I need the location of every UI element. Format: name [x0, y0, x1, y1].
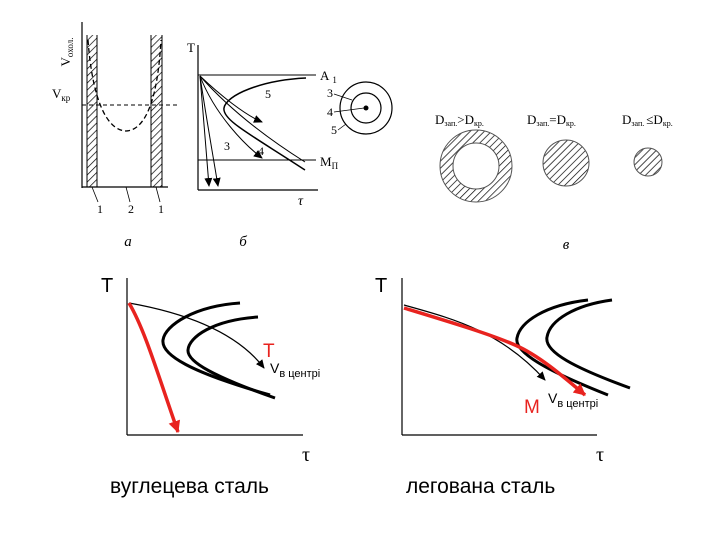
- zone-label-1-right: 1: [158, 202, 164, 216]
- hardened-ring-inner: [452, 142, 500, 190]
- panel-a-label: а: [124, 234, 132, 250]
- carbon-c-curve-end: [186, 315, 276, 400]
- carbon-steel-caption: вуглецева сталь: [110, 475, 269, 498]
- cooling-curve-slow: [199, 75, 306, 163]
- svg-text:Vохол.: Vохол.: [58, 38, 75, 67]
- case-label-greater: Dзап.>Dкр.: [435, 112, 484, 128]
- mn-label: MП: [320, 154, 339, 171]
- critical-speed-label: Vкр: [52, 86, 71, 103]
- case-label-less: Dзап.≤Dкр.: [622, 112, 673, 128]
- carbon-v-center-label: Vв центрі: [270, 360, 320, 380]
- panel-c: 3 4 5 Dзап.>Dкр. Dзап.=Dкр. Dзап.≤Dкр. в: [327, 81, 673, 253]
- cooling-speed-curve: [87, 39, 162, 132]
- carbon-t-axis-label: T: [101, 275, 113, 297]
- cooling-curve-3: [199, 75, 213, 187]
- cooling-curve-4: [199, 75, 263, 159]
- zone-label-1-left: 1: [97, 202, 103, 216]
- alloy-v-center-label: Vв центрі: [548, 390, 598, 410]
- cross-section-core: [363, 105, 369, 111]
- alloy-steel-caption: легована сталь: [406, 475, 556, 498]
- panel-b-t-axis-label: T: [187, 40, 195, 55]
- curve-label-4: 4: [258, 144, 264, 158]
- c-curve: [223, 77, 307, 171]
- carbon-time-label: τ: [302, 444, 310, 466]
- alloy-time-label: τ: [596, 444, 604, 466]
- carbon-steel-diagram: T Т Vв центрі τ: [101, 275, 320, 466]
- carbon-c-curve-start: [161, 301, 271, 397]
- zone-label-2: 2: [128, 202, 134, 216]
- hatched-wall-left: [87, 35, 97, 187]
- alloy-t-axis-label: T: [375, 275, 387, 297]
- ring-label-3: 3: [327, 86, 333, 100]
- alloy-steel-diagram: T М Vв центрі τ: [375, 275, 631, 466]
- carbon-center-cooling-curve: [128, 302, 265, 369]
- cross-section-middle: [350, 92, 382, 124]
- carbon-surface-cooling-curve: [127, 302, 181, 433]
- alloy-c-curve-start: [515, 298, 609, 397]
- panel-a-ylabel: Vохол.: [58, 38, 75, 67]
- ring-label-4: 4: [327, 105, 333, 119]
- ring-label-5: 5: [331, 123, 337, 137]
- panel-b-time-label: τ: [298, 194, 304, 209]
- panel-c-label: в: [563, 237, 570, 253]
- cooling-curve-5: [199, 75, 263, 123]
- alloy-phase-label: М: [524, 397, 540, 418]
- panel-b-label: б: [239, 234, 247, 250]
- cooling-curve-3b: [199, 75, 221, 187]
- case-label-equal: Dзап.=Dкр.: [527, 112, 576, 128]
- hardened-disk-equal: [542, 139, 590, 187]
- hardened-disk-small: [633, 147, 663, 177]
- alloy-surface-cooling-curve: [403, 306, 587, 397]
- hatched-wall-right: [151, 35, 162, 187]
- panel-a: Vохол. Vкр 1 2 1 а: [52, 22, 180, 250]
- alloy-c-curve-end: [545, 298, 631, 390]
- curve-label-3: 3: [224, 139, 230, 153]
- carbon-phase-label: Т: [263, 341, 275, 362]
- curve-label-5: 5: [265, 87, 271, 101]
- cross-section-outer: [339, 81, 393, 135]
